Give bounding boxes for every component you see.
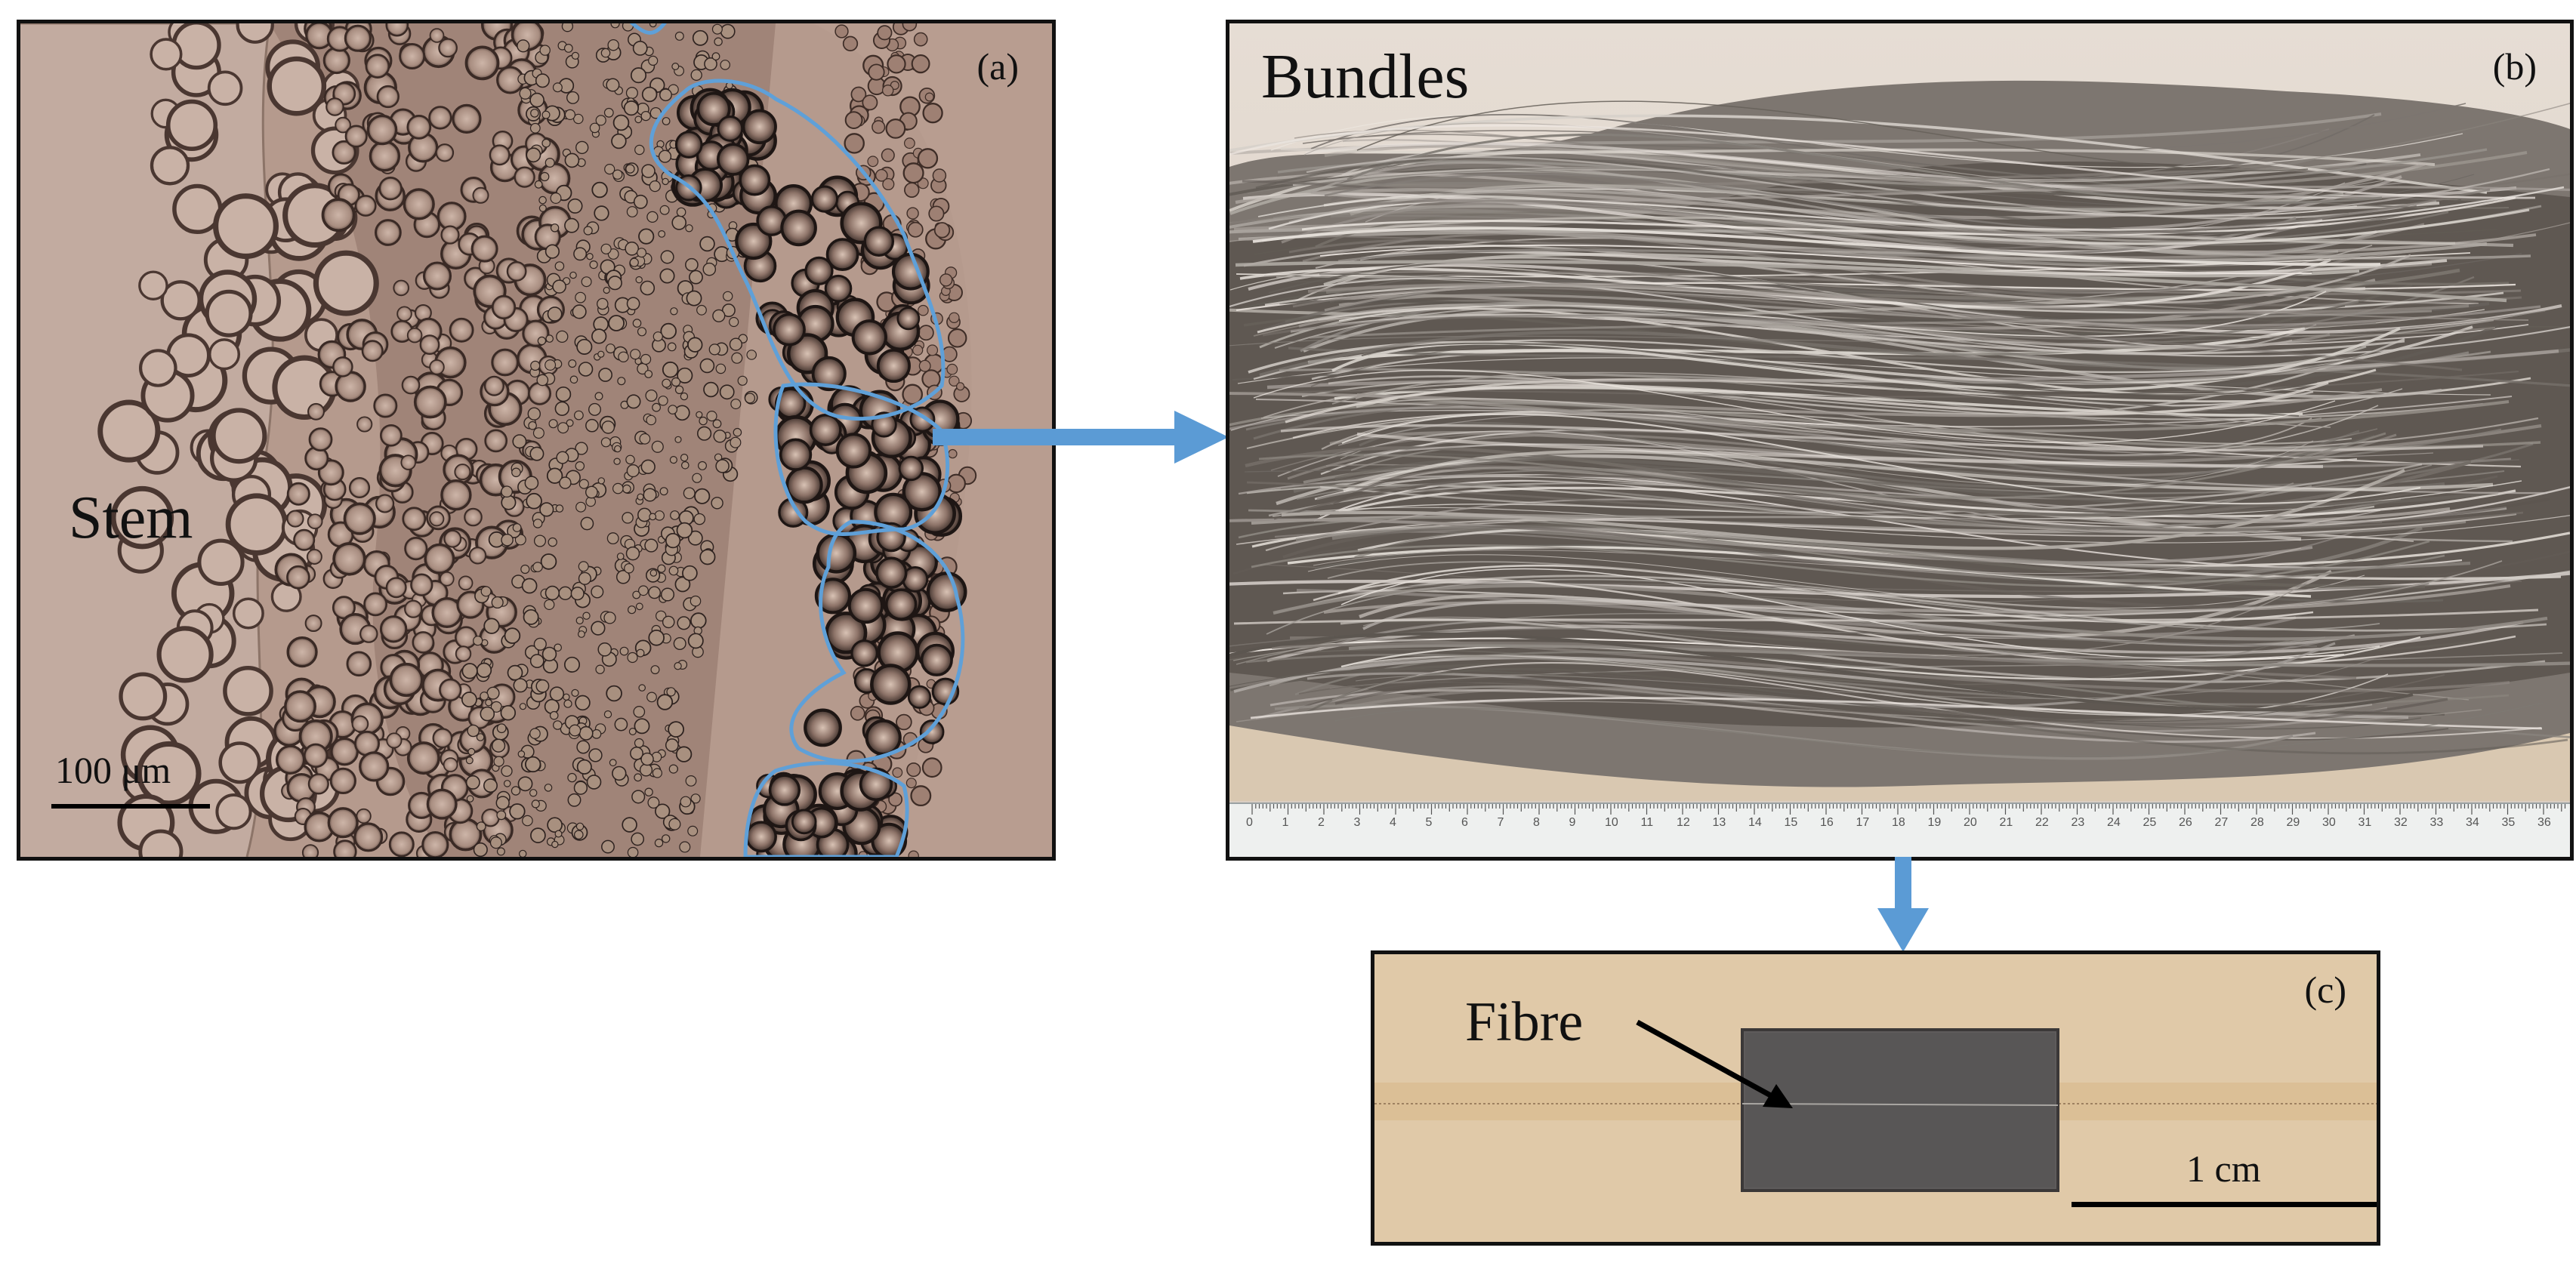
ruler-number: 16 bbox=[1820, 816, 1834, 829]
ruler-number: 7 bbox=[1497, 816, 1504, 829]
ruler-number: 13 bbox=[1712, 816, 1726, 829]
ruler-number: 27 bbox=[2214, 816, 2229, 829]
ruler-number: 1 bbox=[1282, 816, 1289, 829]
ruler-number: 28 bbox=[2251, 816, 2264, 829]
ruler-number: 4 bbox=[1390, 816, 1396, 829]
ruler-number: 3 bbox=[1353, 816, 1361, 829]
arrow-right-icon bbox=[933, 411, 1229, 464]
ruler-number: 29 bbox=[2286, 816, 2300, 829]
pointer-arrow-icon bbox=[1636, 1019, 1793, 1108]
ruler-number: 31 bbox=[2358, 816, 2372, 829]
ruler-number: 26 bbox=[2179, 816, 2192, 829]
photo-panel-c: Fibre (c) 1 cm bbox=[1371, 950, 2380, 1246]
ruler-number: 35 bbox=[2501, 816, 2516, 829]
scale-bar-label-c: 1 cm bbox=[2186, 1147, 2261, 1190]
bundles-label: Bundles bbox=[1261, 42, 1470, 112]
ruler-number: 30 bbox=[2322, 816, 2336, 829]
ruler-number: 10 bbox=[1605, 816, 1618, 829]
ruler-ticks bbox=[1251, 804, 2566, 815]
ruler-number: 20 bbox=[1964, 816, 1977, 829]
ruler-number: 32 bbox=[2394, 816, 2408, 829]
fibre-strands bbox=[1229, 100, 2570, 760]
panel-b-tag: (b) bbox=[2492, 45, 2537, 88]
ruler-number: 22 bbox=[2035, 816, 2049, 829]
parenchyma-cells bbox=[97, 23, 977, 857]
scale-bar-c bbox=[2072, 1202, 2377, 1207]
scale-bar-a bbox=[51, 804, 210, 809]
panel-a-tag: (a) bbox=[976, 45, 1020, 88]
ruler-number: 11 bbox=[1640, 816, 1654, 829]
ruler-number: 34 bbox=[2466, 816, 2479, 829]
micrograph-panel-a: (a) Stem 100 μm bbox=[17, 20, 1056, 861]
ruler-number: 12 bbox=[1677, 816, 1690, 829]
ruler-number: 21 bbox=[1999, 816, 2013, 829]
ruler-number: 9 bbox=[1569, 816, 1576, 829]
ruler-number: 25 bbox=[2143, 816, 2157, 829]
ruler-number: 36 bbox=[2537, 816, 2551, 829]
fibre-bundles-photo bbox=[1229, 23, 2570, 857]
fibre-label: Fibre bbox=[1465, 991, 1584, 1053]
ruler-number: 2 bbox=[1318, 816, 1325, 829]
stem-cross-section-image bbox=[20, 23, 1052, 857]
panel-c-tag: (c) bbox=[2304, 969, 2347, 1011]
ruler-number: 18 bbox=[1892, 816, 1905, 829]
scale-bar-label-a: 100 μm bbox=[55, 749, 171, 791]
arrow-down-icon bbox=[1877, 857, 1929, 952]
ruler-number: 8 bbox=[1533, 816, 1540, 829]
bundle-outlines bbox=[629, 23, 965, 857]
ruler-number: 19 bbox=[1927, 816, 1942, 829]
single-fibre-card-photo bbox=[1374, 954, 2377, 1242]
stem-label: Stem bbox=[69, 485, 193, 551]
ruler-number: 17 bbox=[1856, 816, 1870, 829]
ruler-number: 6 bbox=[1461, 816, 1468, 829]
ruler-number: 0 bbox=[1246, 816, 1253, 829]
ruler-number: 15 bbox=[1784, 816, 1798, 829]
ruler-number: 23 bbox=[2071, 816, 2085, 829]
ruler-number: 14 bbox=[1748, 816, 1762, 829]
ruler-number: 33 bbox=[2429, 816, 2444, 829]
ruler-number: 5 bbox=[1425, 816, 1433, 829]
ruler-number: 24 bbox=[2107, 816, 2121, 829]
